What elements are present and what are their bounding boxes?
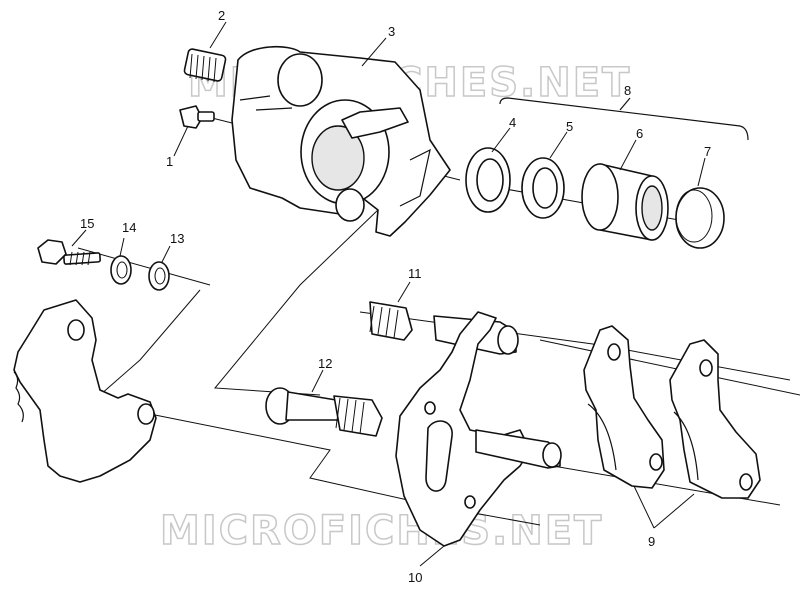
watermark-bottom: MICROFICHES.NET xyxy=(160,508,603,554)
callout-2: 2 xyxy=(218,8,225,23)
caliper-mounting-bracket xyxy=(13,299,157,483)
callout-1: 1 xyxy=(166,154,173,169)
callout-12: 12 xyxy=(318,356,332,371)
part-8-group-bracket xyxy=(499,97,749,141)
part-14-lock-washer xyxy=(110,255,132,285)
callout-5: 5 xyxy=(566,119,573,134)
callout-labels: 2 1 3 4 5 6 7 8 9 10 11 12 13 14 15 xyxy=(80,8,711,585)
callout-14: 14 xyxy=(122,220,136,235)
leader-lines xyxy=(71,21,706,567)
part-9-brake-pads xyxy=(583,325,761,499)
callout-8: 8 xyxy=(624,83,631,98)
part-1-bleeder-screw xyxy=(179,105,215,129)
part-15-bolt xyxy=(37,239,101,266)
part-5-seal xyxy=(521,157,565,219)
callout-6: 6 xyxy=(636,126,643,141)
callout-10: 10 xyxy=(408,570,422,585)
callout-7: 7 xyxy=(704,144,711,159)
part-4-seal xyxy=(465,147,511,213)
callout-11: 11 xyxy=(408,266,422,281)
callout-4: 4 xyxy=(509,115,516,130)
part-6-piston xyxy=(581,163,669,241)
part-11-boot xyxy=(369,301,413,341)
part-7-cap xyxy=(675,187,725,249)
callout-13: 13 xyxy=(170,231,184,246)
part-12-slide-pin xyxy=(265,387,383,437)
callout-15: 15 xyxy=(80,216,94,231)
part-10-carrier-bracket xyxy=(395,311,562,547)
callout-9: 9 xyxy=(648,534,655,549)
part-2-plug xyxy=(183,48,227,83)
part-13-washer xyxy=(148,261,170,291)
part-3-caliper-body xyxy=(231,45,451,237)
callout-3: 3 xyxy=(388,24,395,39)
